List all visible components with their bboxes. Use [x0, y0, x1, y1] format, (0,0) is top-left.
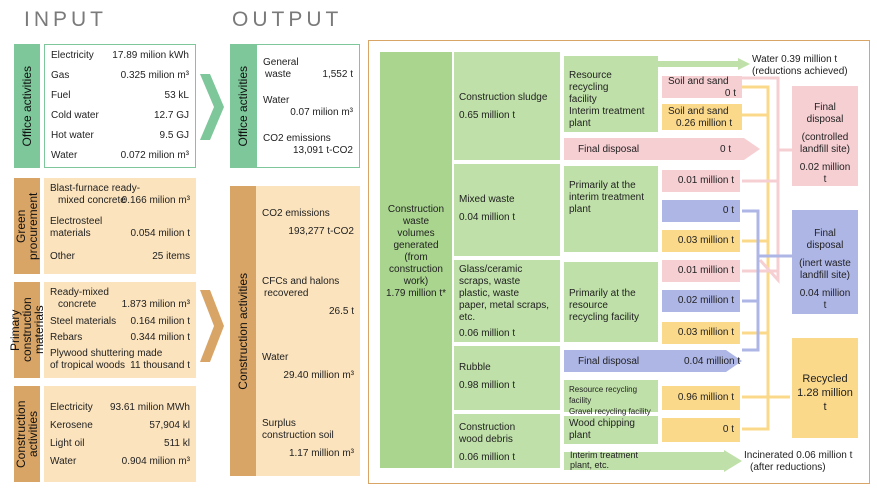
output-construction-tab: Construction activities [230, 186, 256, 476]
water-arrow [658, 58, 750, 70]
input-green-panel: Blast-furnace ready- mixed concrete 0.16… [44, 178, 196, 274]
mixed-pink-value: 0.01 million t [662, 170, 740, 192]
construction-arrow [200, 290, 224, 362]
glass-yellow-value: 0.03 million t [662, 322, 740, 344]
office-arrow [200, 74, 224, 140]
rubble-final-value: 0.04 million t [684, 356, 741, 367]
mixed-yellow-value: 0.03 million t [662, 230, 740, 252]
sludge-final-value: 0 t [720, 144, 732, 155]
water-result: Water 0.39 million t [752, 54, 838, 65]
input-construction-tab: Construction activities [14, 386, 40, 482]
input-primary-tab: Primary construction materials [8, 282, 46, 378]
incinerated-arrow [564, 450, 742, 472]
sludge-final-label: Final disposal [578, 144, 640, 155]
output-office-tab: Office activities [230, 44, 256, 168]
output-office-panel: General waste 1,552 t Water 0.07 milion … [256, 44, 360, 168]
input-primary-panel: Ready-mixed concrete 1.873 milion m³ Ste… [44, 282, 196, 378]
glass-blue-value: 0.02 million t [662, 290, 740, 312]
wood-recycled-value: 0 t [662, 418, 740, 442]
rubble-final-arrow [564, 350, 742, 372]
rubble-final-label: Final disposal [578, 356, 640, 367]
output-header: OUTPUT [232, 8, 343, 31]
water-result-note: (reductions achieved) [752, 66, 848, 77]
glass-pink-value: 0.01 million t [662, 260, 740, 282]
flow-frame [368, 40, 870, 484]
incinerated-note: (after reductions) [750, 462, 826, 473]
output-construction-panel: CO2 emissions 193,277 t-CO2 CFCs and hal… [256, 186, 360, 476]
connector-lines [742, 76, 792, 431]
mixed-blue-value: 0 t [662, 200, 740, 222]
input-green-tab: Green procurement [14, 178, 40, 274]
sludge-final-arrow [564, 138, 760, 160]
input-office-tab: Office activities [14, 44, 40, 168]
incinerated-result: Incinerated 0.06 million t [744, 450, 853, 461]
rubble-recycled-value: 0.96 million t [662, 386, 740, 410]
input-header: INPUT [24, 8, 107, 31]
